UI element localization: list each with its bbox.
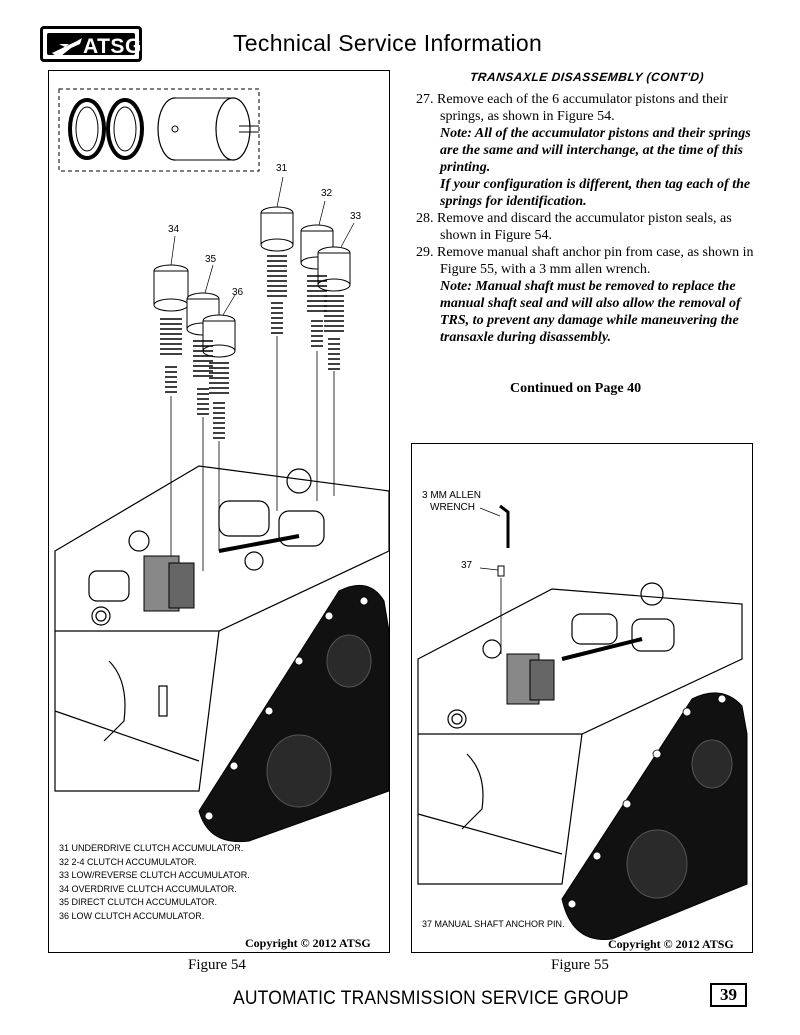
section-title: TRANSAXLE DISASSEMBLY (CONT'D) — [469, 70, 705, 84]
callout-32: 32 — [321, 188, 333, 199]
logo-text: ATSG — [83, 35, 142, 58]
figure-54-frame: 31 32 33 34 35 36 31 UNDERDRIVE CLUTCH A… — [48, 70, 390, 953]
atsg-logo: ATSG — [40, 26, 142, 62]
instruction-steps: 27. Remove each of the 6 accumulator pis… — [412, 91, 757, 346]
callout-34: 34 — [168, 224, 180, 235]
figure-55-copyright: Copyright © 2012 ATSG — [608, 937, 734, 951]
legend-item: 33 LOW/REVERSE CLUTCH ACCUMULATOR. — [59, 870, 250, 880]
legend-item: 34 OVERDRIVE CLUTCH ACCUMULATOR. — [59, 883, 237, 894]
tool-label: 3 MM ALLEN WRENCH — [422, 490, 481, 513]
step-27-note: Note: All of the accumulator pistons and… — [440, 126, 751, 175]
step-27-note-2: If your configuration is different, then… — [440, 177, 751, 209]
logo-arrow-icon — [52, 38, 82, 56]
callout-37: 37 — [461, 560, 473, 571]
step-28: 28. Remove and discard the accumulator p… — [416, 211, 732, 243]
step-27: 27. Remove each of the 6 accumulator pis… — [416, 92, 728, 124]
figure-55-caption: Figure 55 — [551, 957, 609, 973]
step-29: 29. Remove manual shaft anchor pin from … — [416, 245, 754, 277]
legend-item: 32 2-4 CLUTCH ACCUMULATOR. — [59, 856, 197, 867]
page-number: 39 — [710, 983, 747, 1007]
legend-item: 31 UNDERDRIVE CLUTCH ACCUMULATOR. — [59, 843, 244, 853]
figure-54-legend: 31 UNDERDRIVE CLUTCH ACCUMULATOR. 32 2-4… — [59, 842, 250, 923]
figure-54-illustration — [54, 88, 389, 843]
step-29-note: Note: Manual shaft must be removed to re… — [440, 279, 741, 345]
legend-item: 35 DIRECT CLUTCH ACCUMULATOR. — [59, 897, 218, 907]
footer-title: AUTOMATIC TRANSMISSION SERVICE GROUP — [233, 988, 629, 1009]
figure-55-legend: 37 MANUAL SHAFT ANCHOR PIN. — [422, 919, 565, 929]
callout-35: 35 — [205, 254, 217, 265]
callout-36: 36 — [232, 287, 244, 298]
figure-55-illustration — [417, 504, 748, 940]
figure-54-copyright: Copyright © 2012 ATSG — [245, 936, 371, 950]
figure-54-caption: Figure 54 — [188, 957, 246, 973]
legend-item: 36 LOW CLUTCH ACCUMULATOR. — [59, 910, 205, 921]
figure-55-frame: 3 MM ALLEN WRENCH 37 37 MANUAL SHAFT ANC… — [411, 443, 753, 953]
callout-33: 33 — [350, 211, 362, 222]
page-title: Technical Service Information — [233, 30, 543, 56]
continued-note: Continued on Page 40 — [510, 381, 642, 396]
callout-31: 31 — [276, 163, 288, 174]
